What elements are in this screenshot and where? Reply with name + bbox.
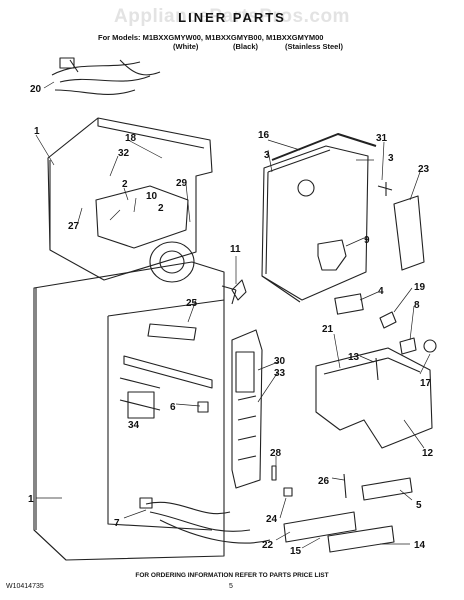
callout-2-lower: 2	[158, 203, 164, 214]
callout-11: 11	[230, 244, 241, 255]
color-black: (Black)	[233, 42, 259, 51]
part-9	[317, 239, 347, 271]
gasket	[271, 133, 377, 161]
part-4	[334, 293, 364, 315]
color-white: (White)	[173, 42, 199, 51]
callout-32: 32	[118, 148, 130, 159]
callout-23: 23	[418, 164, 430, 175]
page-number: 5	[229, 583, 233, 590]
part-24	[283, 487, 293, 497]
door-panel	[261, 145, 369, 301]
part-28	[271, 465, 277, 481]
callout-20: 20	[30, 84, 42, 95]
air-duct	[231, 329, 263, 489]
part-13	[375, 357, 379, 381]
callout-10: 10	[146, 191, 158, 202]
callout-29: 29	[176, 178, 188, 189]
part-17	[423, 339, 437, 353]
part-11	[221, 279, 247, 305]
callout-3-left: 3	[264, 150, 270, 161]
callout-21: 21	[322, 324, 334, 335]
callout-17: 17	[420, 378, 432, 389]
callout-18: 18	[125, 133, 137, 144]
models-line: For Models: M1BXXGMYW00, M1BXXGMYB00, M1…	[98, 33, 324, 42]
callout-28: 28	[270, 448, 282, 459]
callout-25: 25	[186, 298, 198, 309]
callout-7: 7	[114, 518, 120, 529]
callout-12: 12	[422, 448, 434, 459]
callout-9: 9	[364, 235, 370, 246]
upper-liner	[47, 117, 213, 281]
callout-27: 27	[68, 221, 80, 232]
callout-1-top: 1	[34, 126, 40, 137]
wire-harness-top	[51, 59, 161, 95]
part-26	[343, 473, 347, 499]
callout-15: 15	[290, 546, 302, 557]
callout-2-upper: 2	[122, 179, 128, 190]
callout-31: 31	[376, 133, 388, 144]
watermark: AppliancePartsPros.com	[114, 6, 350, 27]
part-15	[283, 511, 357, 543]
part-19	[379, 311, 397, 329]
callout-16: 16	[258, 130, 270, 141]
callout-34: 34	[128, 420, 140, 431]
callout-6: 6	[170, 402, 176, 413]
wire-harness-bottom	[145, 501, 271, 544]
callout-4: 4	[378, 286, 384, 297]
callout-26: 26	[318, 476, 330, 487]
part-23	[393, 195, 425, 271]
callout-24: 24	[266, 514, 278, 525]
color-stainless: (Stainless Steel)	[285, 42, 343, 51]
part-6	[197, 401, 209, 413]
callout-5: 5	[416, 500, 422, 511]
callout-14: 14	[414, 540, 426, 551]
callout-1-bottom: 1	[28, 494, 34, 505]
fan-shroud	[149, 241, 195, 283]
callout-13: 13	[348, 352, 360, 363]
control-housing	[95, 185, 189, 249]
part-25	[147, 323, 197, 341]
callout-30: 30	[274, 356, 286, 367]
callout-33: 33	[274, 368, 286, 379]
page-title: LINER PARTS	[178, 10, 286, 25]
callout-3-right: 3	[388, 153, 394, 164]
part-8	[399, 337, 417, 355]
part-5	[361, 477, 413, 501]
callout-19: 19	[414, 282, 426, 293]
document-number: W10414735	[6, 583, 44, 590]
part-14	[327, 525, 395, 553]
callout-22: 22	[262, 540, 274, 551]
callout-8: 8	[414, 300, 420, 311]
ordering-footer: FOR ORDERING INFORMATION REFER TO PARTS …	[135, 572, 329, 579]
part-21	[315, 347, 433, 449]
